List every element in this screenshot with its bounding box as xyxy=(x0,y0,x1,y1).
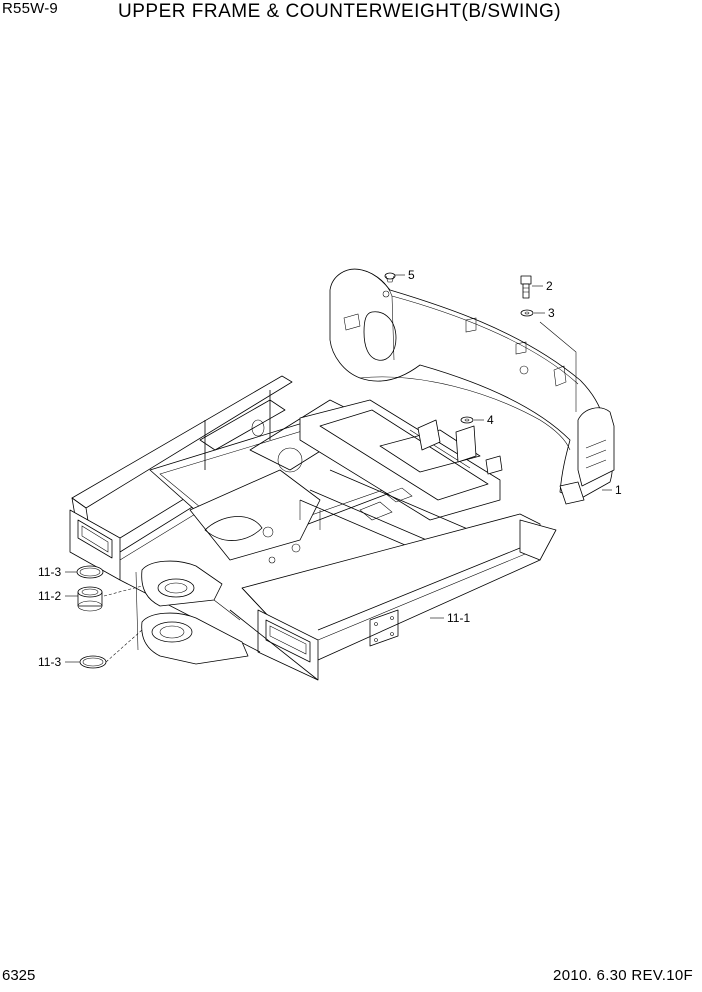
page-title: UPPER FRAME & COUNTERWEIGHT(B/SWING) xyxy=(118,1,562,22)
callout-3: 3 xyxy=(548,306,555,320)
callout-11-2: 11-2 xyxy=(38,589,61,603)
page-number: 6325 xyxy=(2,967,36,984)
leader-lines xyxy=(65,274,612,663)
callout-11-3-bottom: 11-3 xyxy=(38,655,61,669)
seal-ring-top-drawing xyxy=(76,565,104,579)
bolt-drawing xyxy=(520,275,532,299)
nut-drawing xyxy=(460,416,474,424)
bushing-drawing xyxy=(77,586,103,612)
model-code: R55W-9 xyxy=(2,0,58,17)
callout-2: 2 xyxy=(546,279,553,293)
seal-ring-bottom-drawing xyxy=(79,655,107,669)
callout-5: 5 xyxy=(408,268,415,282)
washer-drawing xyxy=(520,309,534,317)
callout-11-3-top: 11-3 xyxy=(38,565,61,579)
cap-drawing xyxy=(384,272,396,283)
upper-frame-drawing xyxy=(69,375,557,681)
callout-1: 1 xyxy=(615,483,622,497)
counterweight-drawing xyxy=(329,268,615,505)
callout-11-1: 11-1 xyxy=(447,611,470,625)
revision-date: 2010. 6.30 REV.10F xyxy=(553,967,693,984)
callout-4: 4 xyxy=(487,413,494,427)
